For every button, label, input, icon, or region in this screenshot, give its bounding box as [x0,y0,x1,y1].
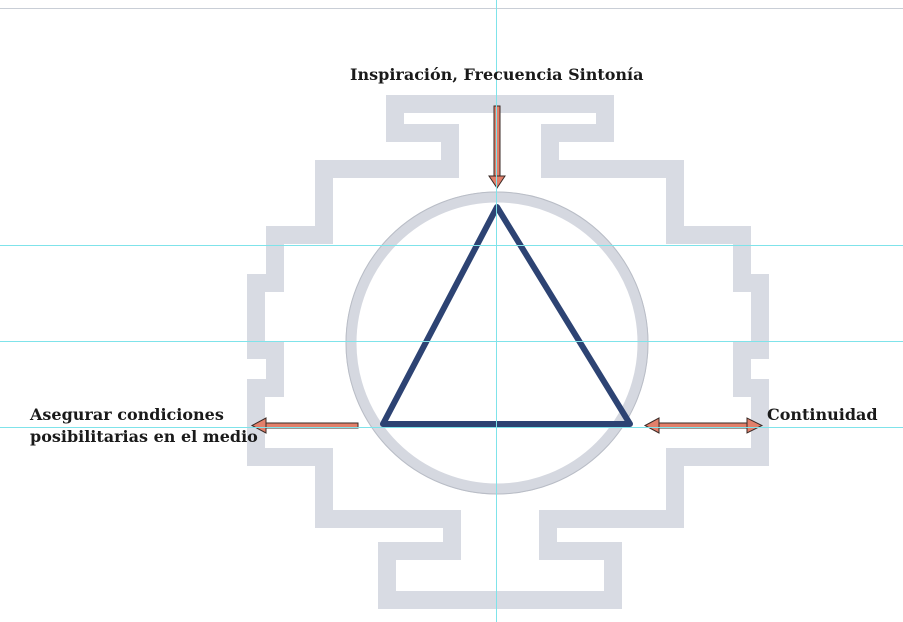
top-divider [0,8,903,9]
label-right: Continuidad [767,405,878,424]
guide-horizontal-2 [0,341,903,342]
circle-icon [345,191,649,495]
chakana-cross-icon [247,95,769,609]
label-top: Inspiración, Frecuencia Sintonía [350,65,644,84]
guide-vertical [496,0,497,622]
label-left-line-2: posibilitarias en el medio [30,427,258,446]
arrow-left-icon [250,417,359,434]
guide-horizontal-1 [0,245,903,246]
guide-horizontal-3 [0,427,903,428]
label-left: Asegurar condiciones posibilitarias en e… [30,404,258,448]
triangle-icon [380,204,633,427]
circle-inner-edge [345,191,649,495]
arrow-down-icon [488,105,506,189]
arrow-double-icon [643,417,764,434]
label-left-line-1: Asegurar condiciones [30,405,224,424]
